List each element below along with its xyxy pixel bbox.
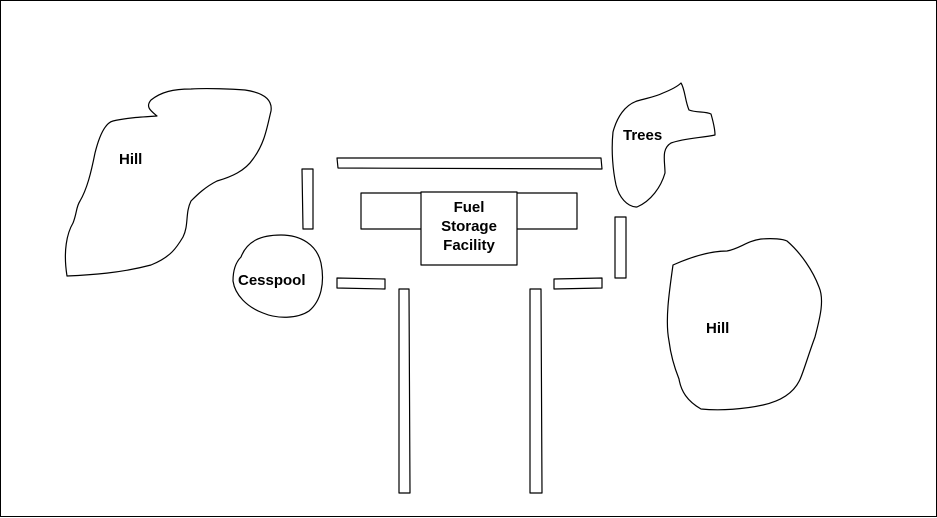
hill-left-label: Hill	[119, 151, 143, 168]
barrier-mid-right	[553, 277, 603, 290]
hill-right-label: Hill	[706, 320, 730, 337]
facility-label-line-2: Storage	[441, 218, 497, 235]
road-left	[398, 288, 411, 494]
facility-label-line-1: Fuel	[453, 199, 485, 216]
facility-wing-right	[515, 192, 578, 230]
fuel-storage-facility-label: Fuel Storage Facility	[421, 198, 517, 255]
hill-right-area	[666, 238, 823, 411]
barrier-mid-left	[336, 277, 386, 290]
barrier-right-short	[614, 216, 627, 279]
cesspool-label: Cesspool	[238, 272, 306, 289]
fuel-storage-facility-building	[420, 191, 518, 266]
trees-label: Trees	[623, 127, 663, 144]
trees-area	[611, 82, 716, 208]
road-right	[529, 288, 543, 494]
barrier-top	[336, 157, 603, 170]
facility-wing-left	[360, 192, 424, 230]
facility-label-line-3: Facility	[443, 237, 495, 254]
barrier-left-short	[301, 168, 314, 230]
cesspool-area	[232, 234, 324, 318]
hill-left-area	[64, 87, 272, 277]
